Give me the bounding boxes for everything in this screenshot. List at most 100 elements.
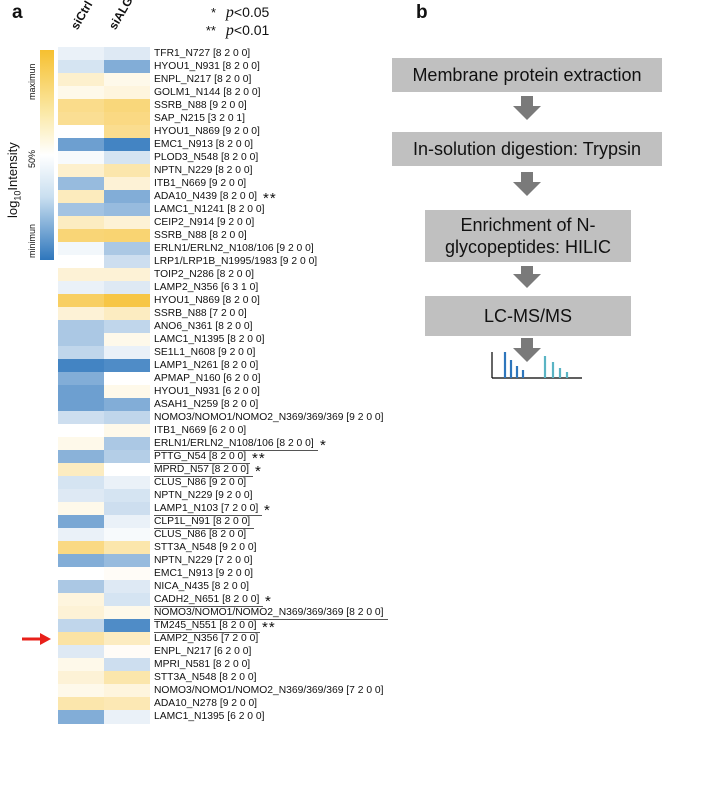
heatmap-cell bbox=[104, 645, 150, 659]
heatmap-row-label: SE1L1_N608 [9 2 0 0] bbox=[154, 347, 256, 358]
heatmap-row-label: CLUS_N86 [8 2 0 0] bbox=[154, 529, 247, 540]
heatmap-cell bbox=[58, 593, 104, 607]
axis-label-intensity: Intensity bbox=[5, 142, 20, 191]
down-arrow-icon bbox=[513, 172, 541, 196]
heatmap-cell bbox=[104, 333, 150, 347]
legend-threshold: <0.01 bbox=[233, 22, 270, 38]
heatmap-cell bbox=[58, 151, 104, 165]
heatmap-cell bbox=[58, 112, 104, 126]
heatmap-row-label: ADA10_N439 [8 2 0 0] bbox=[154, 191, 258, 202]
heatmap-row-label: NPTN_N229 [7 2 0 0] bbox=[154, 555, 253, 566]
heatmap-row-label: ENPL_N217 [8 2 0 0] bbox=[154, 74, 252, 85]
heatmap-cell bbox=[104, 320, 150, 334]
heatmap-cell bbox=[104, 593, 150, 607]
heatmap-row-label: ERLN1/ERLN2_N108/106 [8 2 0 0] bbox=[154, 438, 314, 449]
row-underline bbox=[154, 605, 263, 607]
heatmap-cell bbox=[58, 333, 104, 347]
down-arrow-icon bbox=[513, 96, 541, 120]
significance-marker: * bbox=[255, 463, 262, 480]
heatmap-cell bbox=[58, 437, 104, 451]
heatmap-cell bbox=[58, 671, 104, 685]
heatmap-cell bbox=[104, 619, 150, 633]
heatmap-cell bbox=[104, 112, 150, 126]
heatmap-row-label: CEIP2_N914 [9 2 0 0] bbox=[154, 217, 255, 228]
heatmap-row-label: HYOU1_N869 [9 2 0 0] bbox=[154, 126, 260, 137]
heatmap-cell bbox=[58, 697, 104, 711]
heatmap-cell bbox=[58, 164, 104, 178]
heatmap-cell bbox=[58, 385, 104, 399]
heatmap-cell bbox=[104, 710, 150, 724]
heatmap-row-label: SSRB_N88 [7 2 0 0] bbox=[154, 308, 247, 319]
heatmap-cell bbox=[58, 411, 104, 425]
heatmap-row-label: ADA10_N278 [9 2 0 0] bbox=[154, 698, 258, 709]
heatmap-row-label: STT3A_N548 [8 2 0 0] bbox=[154, 672, 257, 683]
heatmap-cell bbox=[58, 450, 104, 464]
heatmap-row-label: ASAH1_N259 [8 2 0 0] bbox=[154, 399, 259, 410]
heatmap-cell bbox=[104, 359, 150, 373]
heatmap bbox=[58, 47, 150, 724]
heatmap-row-label: TM245_N551 [8 2 0 0] bbox=[154, 620, 257, 631]
heatmap-cell bbox=[104, 164, 150, 178]
heatmap-row-label: LRP1/LRP1B_N1995/1983 [9 2 0 0] bbox=[154, 256, 318, 267]
heatmap-cell bbox=[58, 320, 104, 334]
heatmap-row-label: NPTN_N229 [9 2 0 0] bbox=[154, 490, 253, 501]
heatmap-row-label: ITB1_N669 [6 2 0 0] bbox=[154, 425, 247, 436]
heatmap-row-label: SSRB_N88 [8 2 0 0] bbox=[154, 230, 247, 241]
heatmap-row-label: HYOU1_N931 [6 2 0 0] bbox=[154, 386, 260, 397]
heatmap-cell bbox=[104, 424, 150, 438]
heatmap-cell bbox=[104, 463, 150, 477]
heatmap-cell bbox=[104, 684, 150, 698]
ms-spectrum-icon bbox=[491, 352, 582, 379]
significance-marker: * bbox=[320, 437, 327, 454]
heatmap-cell bbox=[58, 606, 104, 620]
heatmap-cell bbox=[104, 697, 150, 711]
heatmap-cell bbox=[104, 658, 150, 672]
heatmap-cell bbox=[58, 619, 104, 633]
panel-b-label: b bbox=[416, 2, 428, 23]
heatmap-cell bbox=[104, 60, 150, 74]
heatmap-cell bbox=[104, 268, 150, 282]
heatmap-cell bbox=[104, 502, 150, 516]
heatmap-cell bbox=[104, 580, 150, 594]
legend-threshold: <0.05 bbox=[233, 4, 270, 20]
heatmap-row-label: LAMP2_N356 [7 2 0 0] bbox=[154, 633, 259, 644]
significance-legend: * p<0.05 ** p<0.01 bbox=[198, 4, 269, 40]
significance-marker: ** bbox=[263, 190, 277, 207]
heatmap-cell bbox=[58, 47, 104, 61]
heatmap-row-label: TOIP2_N286 [8 2 0 0] bbox=[154, 269, 254, 280]
down-arrow-icon bbox=[513, 266, 541, 288]
column-header-sialg1: siALG1 bbox=[105, 0, 140, 32]
heatmap-cell bbox=[104, 528, 150, 542]
heatmap-cell bbox=[104, 281, 150, 295]
row-underline bbox=[154, 462, 250, 464]
legend-two-star: ** p<0.01 bbox=[198, 22, 269, 40]
heatmap-cell bbox=[58, 99, 104, 113]
colorbar bbox=[40, 50, 54, 260]
axis-label-log: log bbox=[5, 200, 20, 218]
colorbar-axis-label: log10Intensity bbox=[5, 142, 23, 218]
heatmap-row-label: LAMP2_N356 [6 3 1 0] bbox=[154, 282, 259, 293]
heatmap-cell bbox=[104, 307, 150, 321]
heatmap-cell bbox=[58, 177, 104, 191]
heatmap-row-label: GOLM1_N144 [8 2 0 0] bbox=[154, 87, 261, 98]
heatmap-cell bbox=[58, 294, 104, 308]
heatmap-cell bbox=[104, 450, 150, 464]
heatmap-cell bbox=[58, 138, 104, 152]
heatmap-cell bbox=[58, 476, 104, 490]
heatmap-row-label: HYOU1_N931 [8 2 0 0] bbox=[154, 61, 260, 72]
heatmap-cell bbox=[58, 255, 104, 269]
heatmap-cell bbox=[58, 502, 104, 516]
heatmap-cell bbox=[58, 203, 104, 217]
heatmap-cell bbox=[58, 281, 104, 295]
heatmap-cell bbox=[104, 216, 150, 230]
heatmap-cell bbox=[104, 99, 150, 113]
row-underline bbox=[154, 631, 260, 633]
heatmap-cell bbox=[104, 554, 150, 568]
significance-marker: * bbox=[265, 593, 272, 610]
heatmap-row-label: ANO6_N361 [8 2 0 0] bbox=[154, 321, 253, 332]
column-header-sictrl: siCtrl bbox=[67, 0, 96, 32]
heatmap-row-label: APMAP_N160 [6 2 0 0] bbox=[154, 373, 261, 384]
heatmap-cell bbox=[58, 73, 104, 87]
heatmap-cell bbox=[58, 268, 104, 282]
heatmap-row-label: SAP_N215 [3 2 0 1] bbox=[154, 113, 246, 124]
